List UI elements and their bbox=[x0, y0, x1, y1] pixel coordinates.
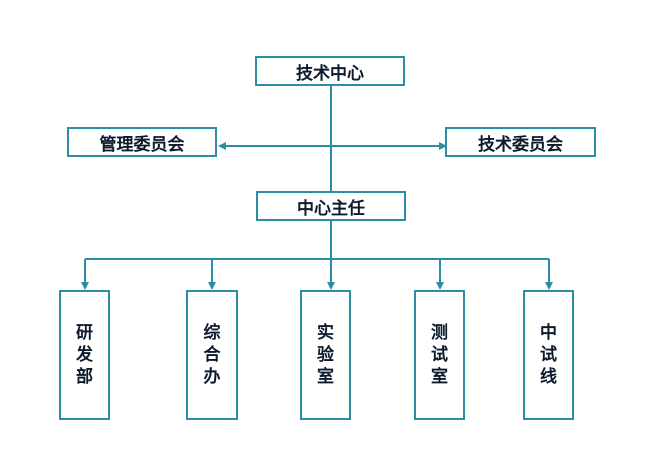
node-technical-committee: 技术委员会 bbox=[445, 127, 596, 157]
department-label: 综合办 bbox=[204, 322, 221, 388]
department-label-char: 室 bbox=[431, 367, 448, 387]
node-department-admin: 综合办 bbox=[186, 290, 238, 420]
department-label-char: 验 bbox=[317, 345, 334, 365]
department-label-char: 发 bbox=[76, 345, 93, 365]
department-label-char: 室 bbox=[317, 367, 334, 387]
department-label-char: 试 bbox=[540, 345, 557, 365]
node-director-label: 中心主任 bbox=[297, 198, 365, 219]
node-technical-committee-label: 技术委员会 bbox=[478, 134, 563, 155]
department-label-char: 试 bbox=[431, 345, 448, 365]
department-label: 研发部 bbox=[76, 322, 93, 388]
department-label: 测试室 bbox=[431, 322, 448, 388]
node-tech-center: 技术中心 bbox=[255, 56, 405, 86]
node-department-testing: 测试室 bbox=[414, 290, 465, 420]
node-department-rnd: 研发部 bbox=[59, 290, 110, 420]
node-department-lab: 实验室 bbox=[300, 290, 351, 420]
department-label-char: 办 bbox=[203, 367, 221, 387]
department-label-char: 部 bbox=[76, 367, 93, 387]
department-label-char: 线 bbox=[540, 367, 557, 387]
node-management-committee-label: 管理委员会 bbox=[99, 134, 185, 155]
department-label-char: 实 bbox=[317, 323, 334, 343]
department-label: 中试线 bbox=[540, 322, 557, 388]
node-department-pilot-line: 中试线 bbox=[523, 290, 574, 420]
node-tech-center-label: 技术中心 bbox=[296, 63, 364, 84]
node-director: 中心主任 bbox=[256, 191, 406, 221]
department-label-char: 综 bbox=[203, 323, 221, 343]
department-label-char: 研 bbox=[76, 323, 93, 343]
department-label-char: 测 bbox=[431, 323, 448, 343]
node-management-committee: 管理委员会 bbox=[67, 127, 217, 157]
department-label-char: 合 bbox=[203, 345, 221, 365]
department-label: 实验室 bbox=[317, 322, 334, 388]
department-label-char: 中 bbox=[540, 323, 557, 343]
